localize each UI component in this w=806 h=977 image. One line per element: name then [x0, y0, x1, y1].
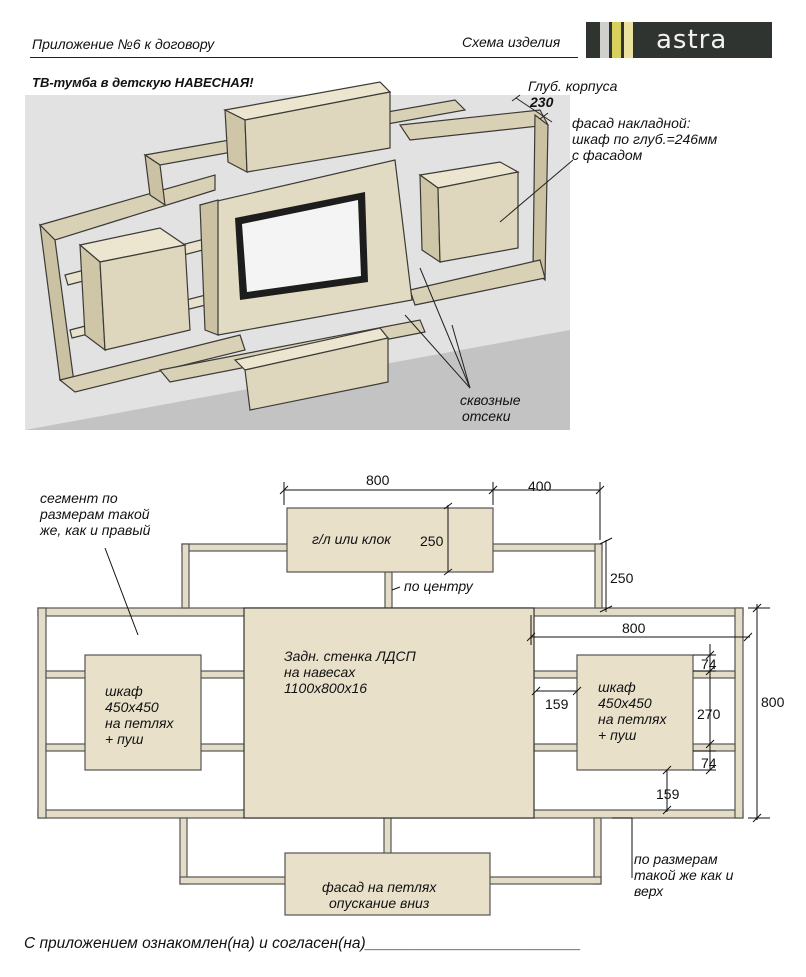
right-cabinet-line: + пуш — [598, 727, 637, 743]
logo-stripe-2 — [612, 22, 621, 58]
plan-leaders — [104, 547, 633, 878]
bottom-note-line: верх — [634, 883, 664, 899]
plan-dimensions — [279, 482, 770, 823]
through-note: сквозные отсеки — [460, 392, 521, 424]
through-note-line: отсеки — [462, 408, 511, 424]
scheme-title: Схема изделия — [462, 34, 561, 50]
back-panel-line: на навесах — [284, 664, 356, 680]
bottom-note-line: такой же как и — [634, 867, 734, 883]
bottom-box-line: фасад на петлях — [322, 879, 437, 895]
header-rule — [30, 57, 578, 58]
dim-top-box-height: 250 — [420, 533, 444, 549]
segment-note-line: же, как и правый — [40, 522, 151, 538]
dim-top-width: 800 — [366, 472, 390, 488]
right-cabinet-line: 450х450 — [598, 695, 652, 711]
back-panel-label: Задн. стенка ЛДСП на навесах 1100х800х16 — [284, 648, 416, 696]
right-cabinet-label: шкаф 450х450 на петлях + пуш — [598, 679, 666, 743]
agreement-line: С приложением ознакомлен(на) и согласен(… — [24, 935, 582, 952]
left-cabinet-label: шкаф 450х450 на петлях + пуш — [105, 683, 173, 747]
dim-gap-top: 74 — [701, 656, 717, 672]
dim-gap-bottom: 74 — [701, 755, 717, 771]
back-panel-line: Задн. стенка ЛДСП — [284, 648, 416, 664]
through-note-line: сквозные — [460, 392, 521, 408]
product-title: ТВ-тумба в детскую НАВЕСНАЯ! — [32, 75, 254, 90]
dim-right-width: 800 — [622, 620, 646, 636]
dim-top-segment-height: 250 — [610, 570, 634, 586]
bottom-box-label: фасад на петлях опускание вниз — [322, 879, 436, 911]
right-cabinet-line: шкаф — [598, 679, 636, 695]
depth-dimension — [511, 94, 553, 123]
dim-cabinet-offset-left: 159 — [545, 696, 569, 712]
logo-stripe-1 — [600, 22, 609, 58]
depth-value: 230 — [530, 94, 554, 110]
back-panel-line: 1100х800х16 — [284, 680, 368, 696]
render-leaders — [404, 159, 574, 389]
right-cabinet-line: на петлях — [598, 711, 667, 727]
tv-screen — [242, 200, 361, 292]
segment-note: сегмент по размерам такой же, как и прав… — [40, 490, 150, 538]
astra-logo: astra — [586, 22, 772, 58]
bottom-note-line: по размерам — [634, 851, 718, 867]
facade-note-line: шкаф по глуб.=246мм — [572, 131, 718, 147]
depth-label: Глуб. корпуса — [528, 78, 618, 94]
plan-panels — [37, 507, 744, 916]
facade-note-line: фасад накладной: — [572, 115, 691, 131]
left-cabinet-line: шкаф — [105, 683, 143, 699]
appendix-title: Приложение №6 к договору — [32, 36, 215, 52]
facade-note-line: с фасадом — [572, 147, 643, 163]
bottom-note: по размерам такой же как и верх — [634, 851, 733, 899]
left-cabinet-line: + пуш — [105, 731, 144, 747]
dim-top-extra: 400 — [528, 478, 552, 494]
center-note: по центру — [404, 578, 473, 594]
logo-text: astra — [656, 25, 728, 55]
segment-note-line: сегмент по — [40, 490, 118, 506]
dim-cabinet-offset-bottom: 159 — [656, 786, 680, 802]
dim-total-height: 800 — [761, 694, 785, 710]
left-cabinet-line: 450х450 — [105, 699, 159, 715]
segment-note-line: размерам такой — [40, 506, 150, 522]
top-box-label: г/л или клок — [312, 531, 391, 547]
logo-stripe-3 — [624, 22, 633, 58]
facade-note: фасад накладной: шкаф по глуб.=246мм с ф… — [572, 115, 717, 163]
left-cabinet-line: на петлях — [105, 715, 174, 731]
bottom-box-line: опускание вниз — [328, 895, 430, 911]
dim-gap-middle: 270 — [697, 706, 721, 722]
